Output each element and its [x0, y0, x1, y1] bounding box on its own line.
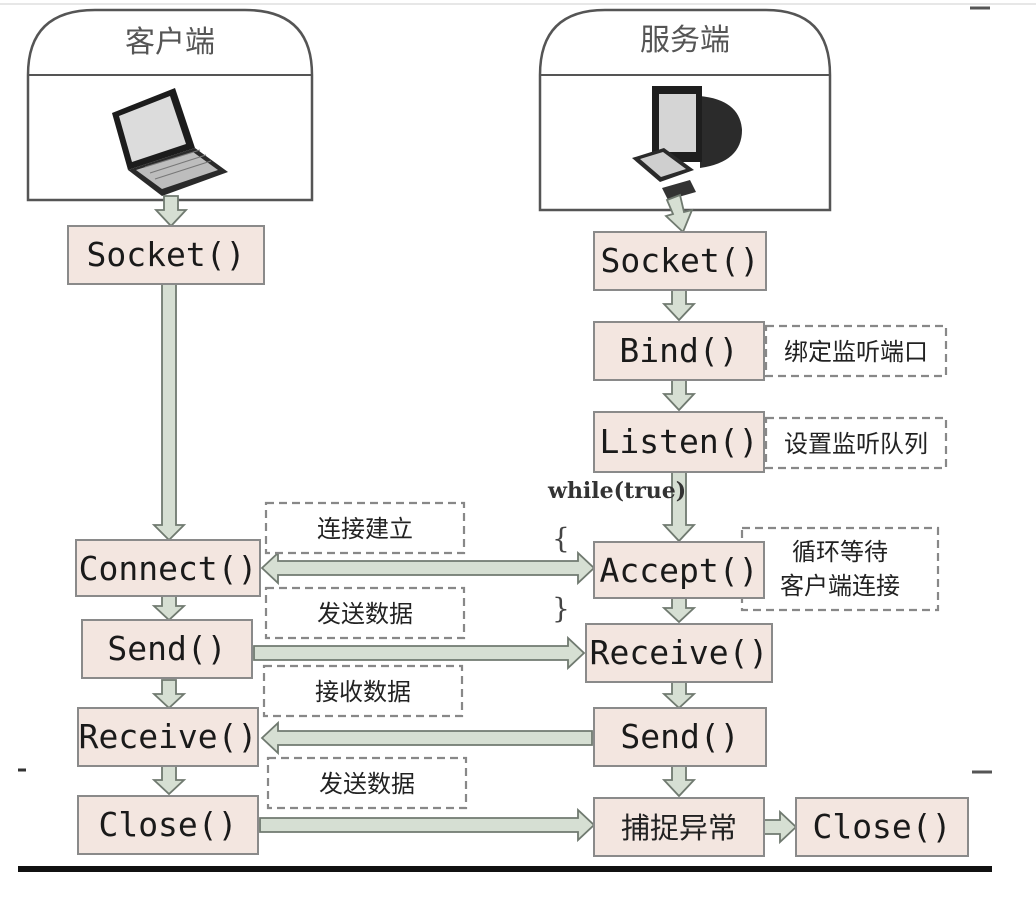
bottom-rule	[18, 866, 992, 872]
note-listen-box	[764, 416, 948, 470]
loop-label: while(true)	[547, 478, 686, 504]
client-send-label: Send()	[107, 629, 226, 668]
laptop-icon	[112, 88, 228, 196]
arrow-server-send-to-catch	[661, 765, 697, 798]
server-accept-node	[593, 541, 765, 599]
server-listen-label: Listen()	[600, 422, 759, 461]
note-accept-line1: 循环等待	[792, 538, 888, 566]
arrow-client-connect-to-send	[151, 595, 187, 622]
note-receive-box	[262, 664, 464, 718]
client-receive-label: Receive()	[79, 717, 258, 756]
client-socket-label: Socket()	[87, 235, 246, 274]
note-send1: 发送数据	[317, 600, 413, 628]
client-header-title: 客户端	[125, 25, 215, 60]
server-socket-node	[593, 231, 767, 291]
client-socket-node	[67, 225, 265, 285]
server-bind-node	[593, 321, 765, 381]
desktop-computer-icon	[632, 86, 742, 200]
arrow-server-receive-to-send	[661, 681, 697, 710]
server-send-node	[593, 707, 767, 767]
note-connection-box	[264, 501, 466, 555]
loop-brace-bottom: }	[552, 592, 570, 625]
flow-arrows	[151, 193, 798, 845]
note-receive: 接收数据	[315, 678, 411, 706]
arrow-client-socket-to-connect	[151, 283, 187, 542]
note-accept-box	[740, 526, 940, 612]
server-catch-node	[593, 797, 765, 857]
client-nodes: Socket() Connect() Send() Receive() Clos…	[67, 225, 265, 855]
server-nodes: Socket() Bind() Listen() Accept() Receiv…	[585, 231, 969, 857]
server-receive-label: Receive()	[590, 633, 769, 672]
client-close-label: Close()	[98, 805, 237, 844]
server-receive-node	[585, 623, 773, 683]
note-accept-line2: 客户端连接	[780, 572, 900, 600]
client-close-node	[77, 795, 259, 855]
arrow-connect-accept-bidirectional	[260, 550, 596, 586]
server-socket-label: Socket()	[601, 241, 760, 280]
loop-brace-top: {	[552, 522, 570, 555]
arrow-server-accept-to-receive	[661, 597, 697, 624]
arrow-server-socket-to-bind	[661, 289, 697, 322]
server-header-title: 服务端	[640, 23, 730, 58]
server-header: 服务端	[538, 8, 832, 212]
arrow-send-to-server-receive	[253, 635, 586, 671]
client-send-node	[81, 619, 253, 679]
server-close-node	[795, 797, 969, 857]
arrow-catch-to-close	[763, 809, 798, 845]
client-connect-label: Connect()	[79, 549, 258, 588]
client-receive-node	[77, 707, 259, 767]
server-catch-label: 捕捉异常	[621, 811, 737, 845]
arrow-server-send-to-client-receive	[260, 720, 593, 756]
arrow-client-header-to-socket	[153, 195, 189, 228]
client-header: 客户端	[26, 8, 314, 202]
server-close-label: Close()	[812, 807, 951, 846]
arrow-client-receive-to-close	[151, 765, 187, 796]
note-send1-box	[264, 586, 466, 640]
arrow-server-listen-to-accept	[661, 471, 697, 543]
note-connection: 连接建立	[317, 515, 413, 543]
note-bind-box	[764, 324, 948, 378]
server-listen-node	[593, 411, 765, 473]
arrow-client-send-to-receive	[151, 679, 187, 710]
annotation-notes: 绑定监听端口 设置监听队列 循环等待 客户端连接 连接建立 发送数据 接收数据 …	[262, 324, 948, 810]
arrow-client-close-to-catch	[259, 807, 596, 843]
arrow-server-header-to-socket	[664, 193, 694, 234]
server-bind-label: Bind()	[619, 331, 738, 370]
client-connect-node	[75, 539, 261, 597]
note-send2: 发送数据	[319, 770, 415, 798]
note-send2-box	[266, 756, 468, 810]
note-listen: 设置监听队列	[784, 430, 928, 458]
arrow-server-bind-to-listen	[661, 379, 697, 412]
server-accept-label: Accept()	[600, 551, 759, 590]
note-bind: 绑定监听端口	[784, 338, 928, 366]
server-send-label: Send()	[620, 717, 739, 756]
